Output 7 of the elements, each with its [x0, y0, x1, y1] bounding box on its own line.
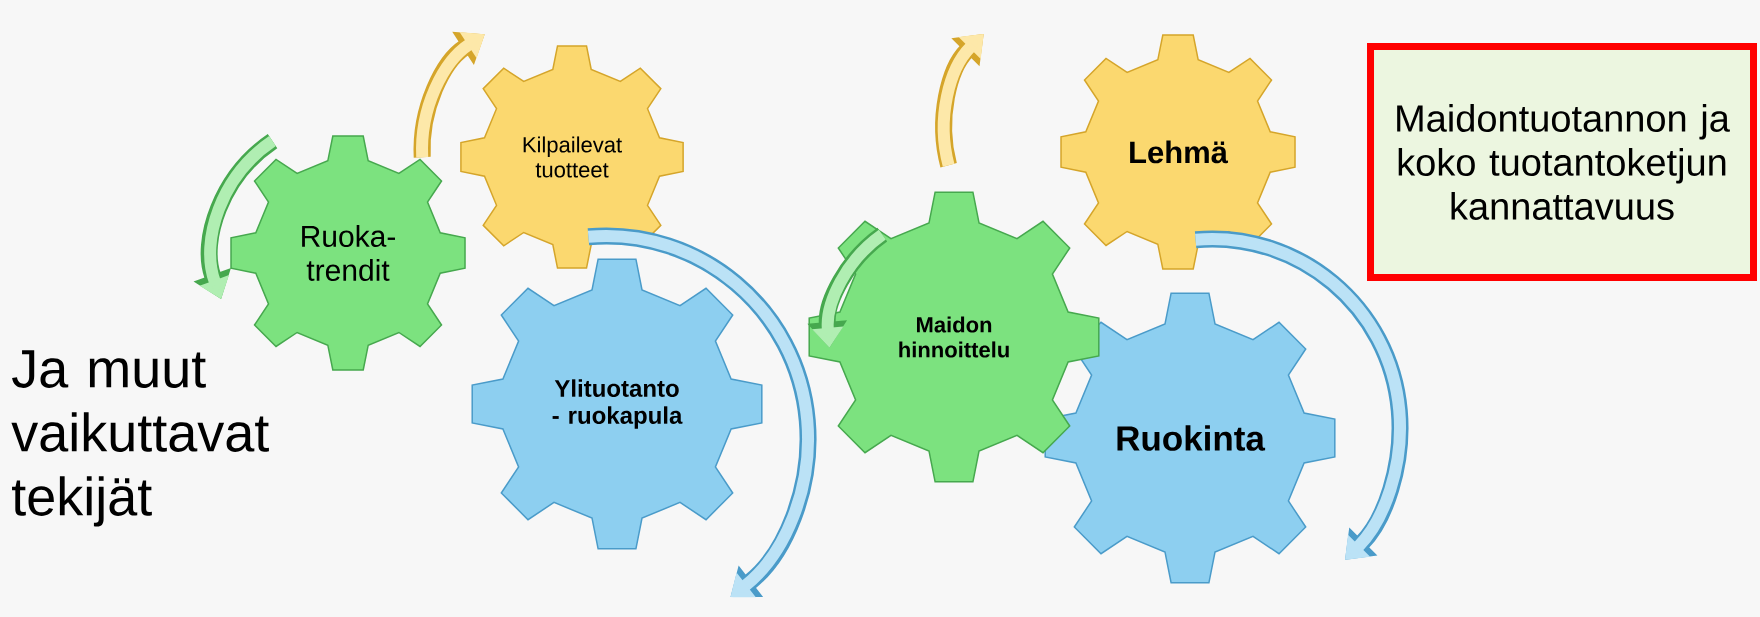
text-box: Maidontuotannon ja koko tuotantoketjun kannattavuus: [1367, 43, 1757, 281]
gear: Ruokinta: [1044, 292, 1336, 584]
gear: Kilpailevat tuotteet: [460, 45, 684, 269]
gear: Maidon hinnoittelu: [808, 191, 1100, 483]
gear: Ylituotanto - ruokapula: [471, 258, 763, 550]
gear: Ruoka- trendit: [230, 135, 466, 371]
gear: Lehmä: [1060, 34, 1296, 270]
